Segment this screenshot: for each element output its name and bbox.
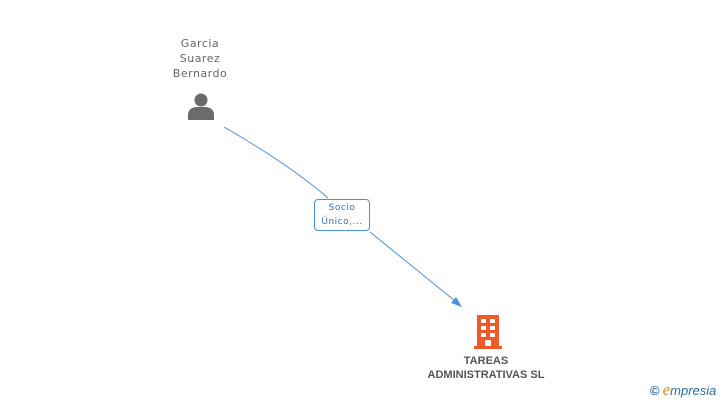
brand-name: mpresia: [670, 383, 717, 398]
person-name-line: Suarez: [179, 52, 221, 65]
company-name-line: TAREAS: [463, 355, 509, 367]
relationship-label[interactable]: Socio Único,...: [314, 199, 370, 231]
copyright-icon: ©: [650, 383, 660, 398]
person-name[interactable]: Garcia Suarez Bernardo: [150, 36, 250, 81]
arrowhead-icon: [451, 297, 462, 307]
brand-logo[interactable]: ©empresia: [650, 380, 716, 400]
person-icon[interactable]: [186, 91, 216, 125]
person-name-line: Bernardo: [172, 67, 228, 80]
relationship-label-line: Socio: [328, 203, 356, 213]
person-name-line: Garcia: [180, 37, 220, 50]
company-name-line: ADMINISTRATIVAS SL: [427, 369, 545, 381]
relationship-label-line: Único,...: [321, 217, 363, 227]
company-name[interactable]: TAREAS ADMINISTRATIVAS SL: [400, 354, 572, 382]
brand-initial: e: [662, 380, 671, 399]
building-icon[interactable]: [473, 315, 503, 353]
